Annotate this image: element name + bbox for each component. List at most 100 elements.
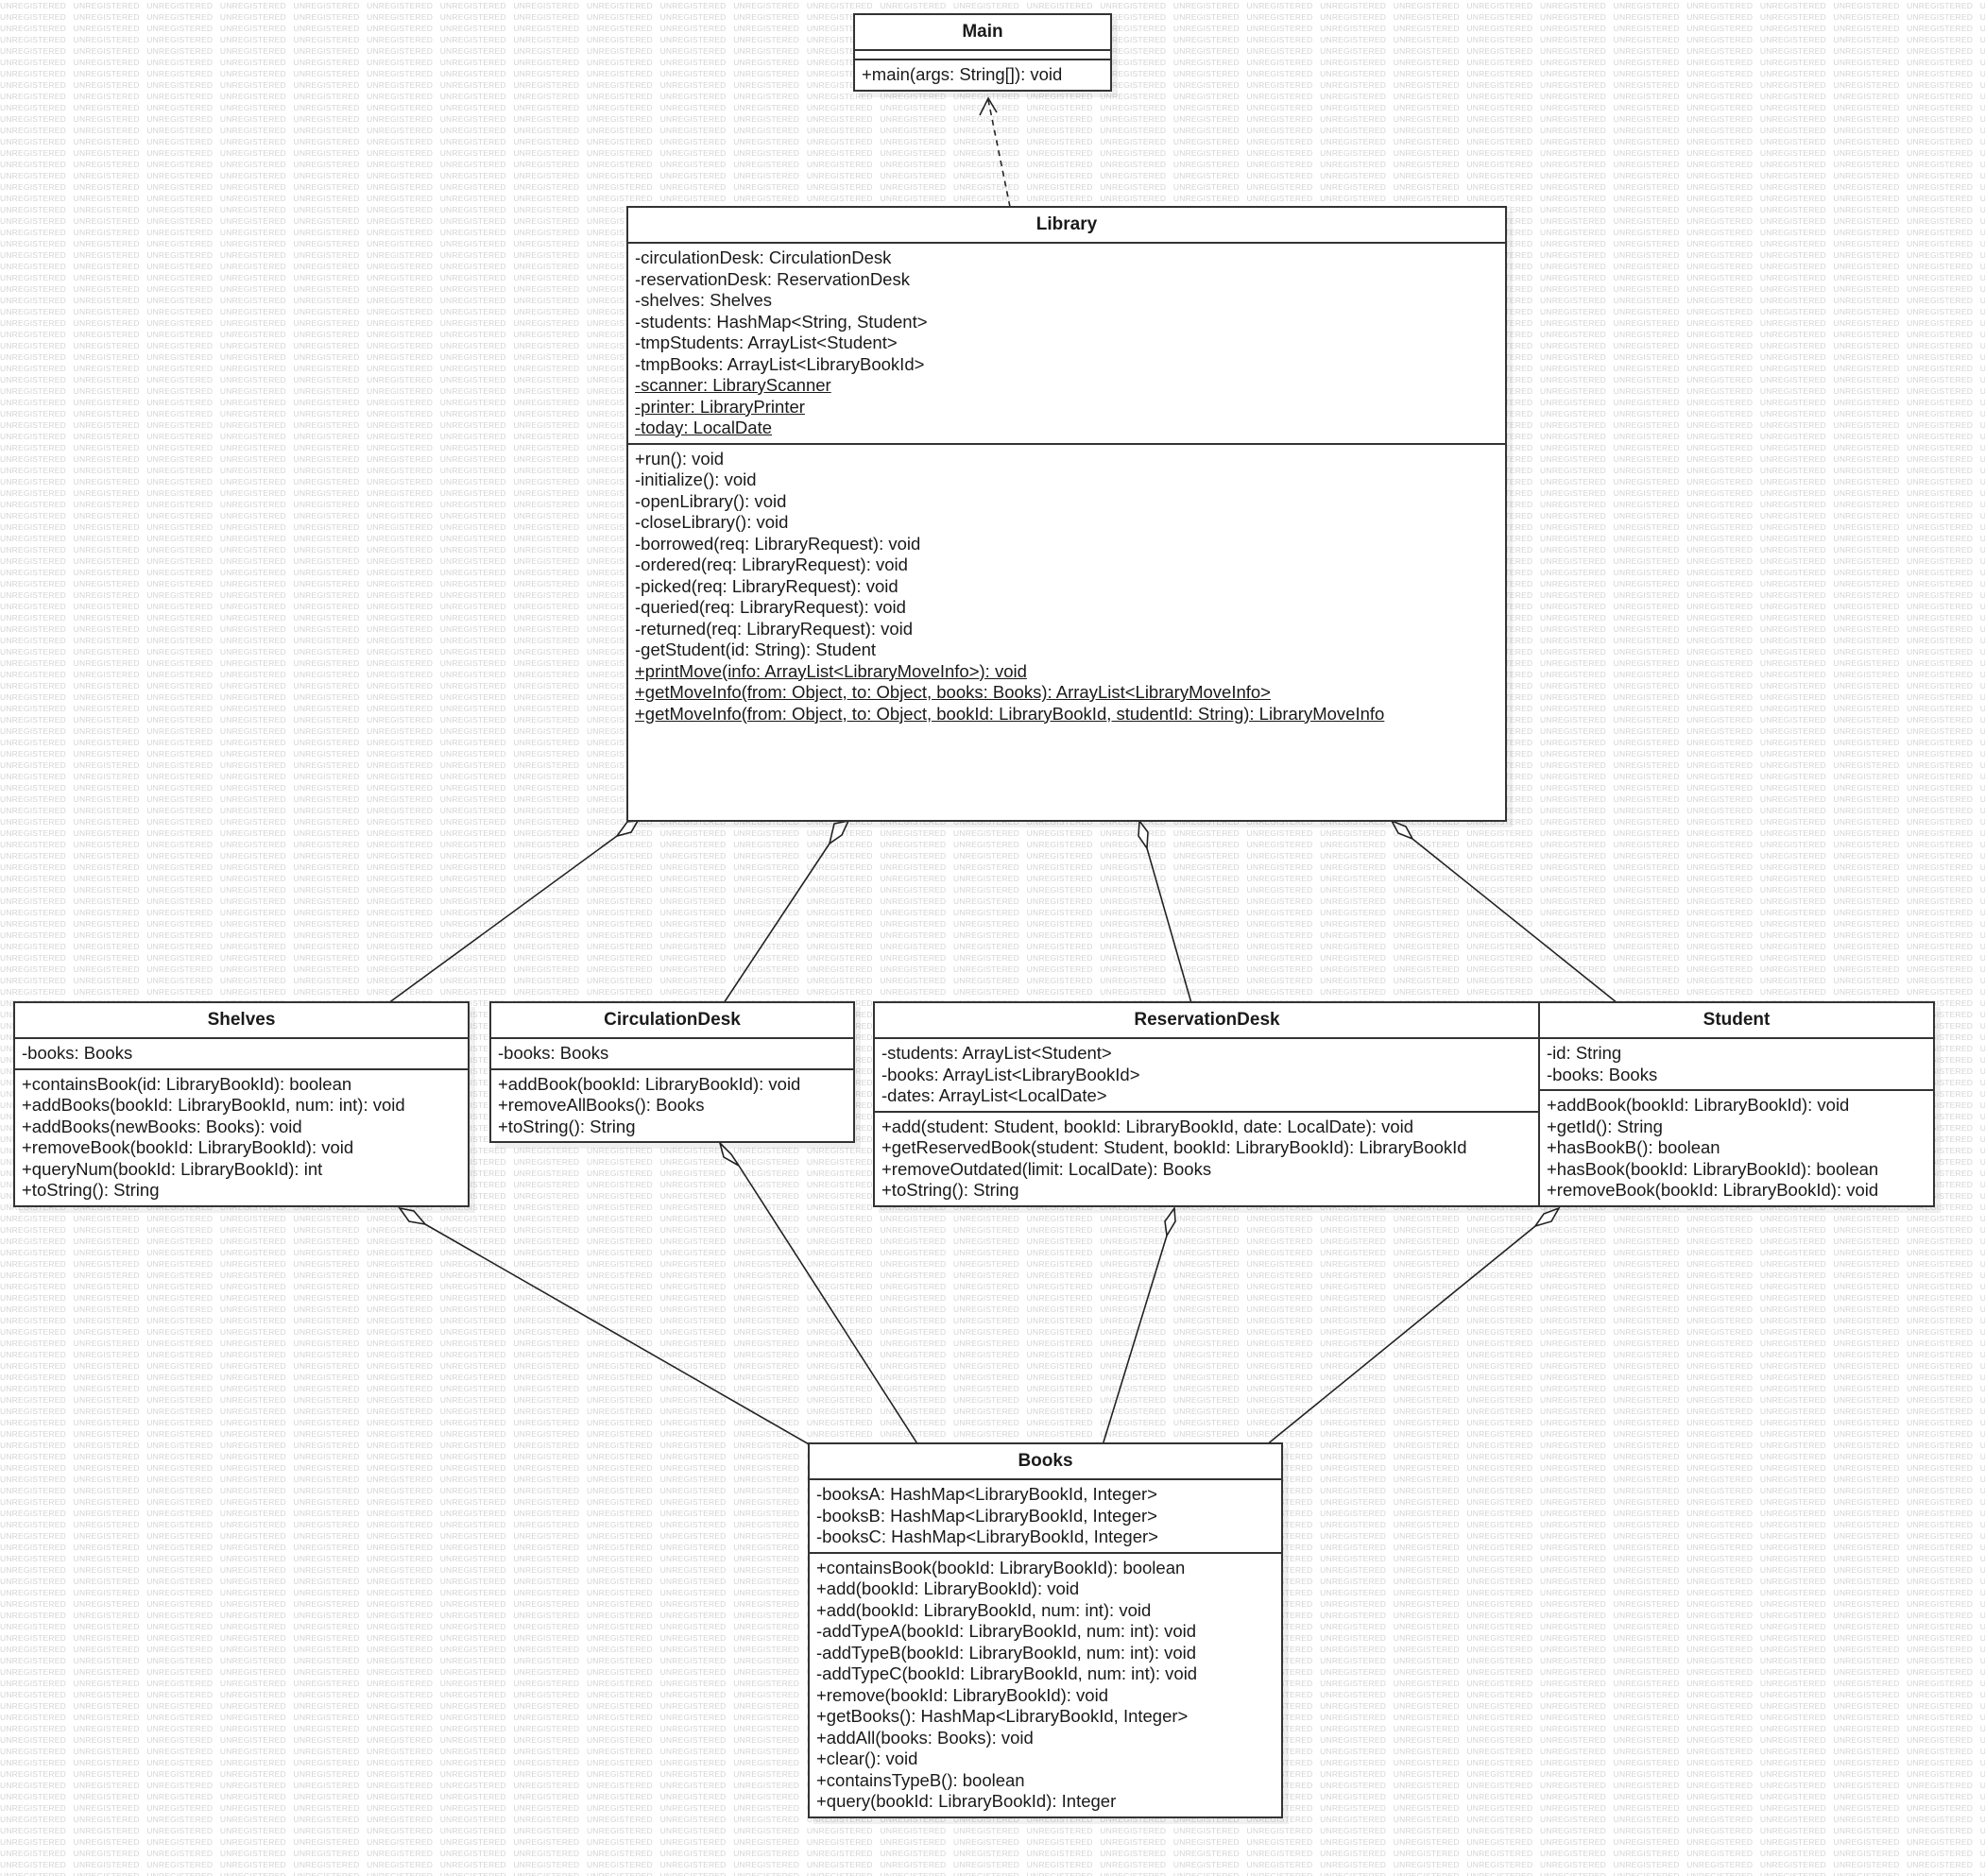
- class-shelves[interactable]: Shelves -books: Books +containsBook(id: …: [13, 1001, 470, 1207]
- attributes-section: [855, 51, 1110, 60]
- attribute-row: -dates: ArrayList<LocalDate>: [881, 1085, 1107, 1105]
- operation-row: -initialize(): void: [635, 469, 757, 489]
- class-name: Shelves: [15, 1003, 468, 1039]
- operation-row: +hasBook(bookId: LibraryBookId): boolean: [1547, 1158, 1879, 1179]
- attribute-row: -tmpStudents: ArrayList<Student>: [635, 333, 898, 352]
- class-name: Student: [1540, 1003, 1933, 1039]
- class-name: Main: [855, 15, 1110, 51]
- attribute-row: -booksA: HashMap<LibraryBookId, Integer>: [816, 1484, 1157, 1504]
- aggregation-reservationdesk-books: [1102, 1205, 1176, 1446]
- aggregation-circulationdesk-books: [718, 1140, 919, 1446]
- aggregation-student-books: [1265, 1206, 1561, 1446]
- operation-row: -addTypeB(bookId: LibraryBookId, num: in…: [816, 1642, 1197, 1663]
- operation-row: +containsBook(bookId: LibraryBookId): bo…: [816, 1557, 1186, 1578]
- operation-row: +remove(bookId: LibraryBookId): void: [816, 1684, 1108, 1705]
- class-books[interactable]: Books -booksA: HashMap<LibraryBookId, In…: [808, 1442, 1283, 1818]
- operations-section: +containsBook(id: LibraryBookId): boolea…: [15, 1070, 468, 1205]
- class-name: Books: [810, 1444, 1281, 1480]
- class-main[interactable]: Main +main(args: String[]): void: [853, 13, 1112, 92]
- operation-row: -returned(req: LibraryRequest): void: [635, 618, 914, 639]
- attribute-row: -tmpBooks: ArrayList<LibraryBookId>: [635, 353, 925, 374]
- attribute-row: -booksC: HashMap<LibraryBookId, Integer>: [816, 1526, 1158, 1546]
- operation-row: -addTypeC(bookId: LibraryBookId, num: in…: [816, 1663, 1198, 1683]
- attribute-row: -booksB: HashMap<LibraryBookId, Integer>: [816, 1505, 1157, 1526]
- attribute-row: -circulationDesk: CirculationDesk: [635, 247, 892, 267]
- operation-row: -ordered(req: LibraryRequest): void: [635, 554, 908, 574]
- operation-row: +queryNum(bookId: LibraryBookId): int: [22, 1158, 323, 1179]
- aggregation-shelves-books: [398, 1206, 812, 1446]
- attributes-section: -books: Books: [491, 1039, 853, 1070]
- attribute-row: -scanner: LibraryScanner: [635, 375, 831, 395]
- class-circulationdesk[interactable]: CirculationDesk -books: Books +addBook(b…: [489, 1001, 855, 1143]
- operation-row: +addAll(books: Books): void: [816, 1727, 1034, 1748]
- class-name: ReservationDesk: [875, 1003, 1539, 1039]
- operation-row: +clear(): void: [816, 1748, 918, 1768]
- operation-row: +addBooks(bookId: LibraryBookId, num: in…: [22, 1095, 405, 1115]
- class-reservationdesk[interactable]: ReservationDesk -students: ArrayList<Stu…: [873, 1001, 1541, 1207]
- operation-row: +add(bookId: LibraryBookId): void: [816, 1578, 1080, 1598]
- class-name: CirculationDesk: [491, 1003, 853, 1039]
- operation-row: +add(bookId: LibraryBookId, num: int): v…: [816, 1599, 1152, 1620]
- aggregation-library-student: [1390, 819, 1618, 1004]
- aggregation-library-shelves: [387, 820, 640, 1004]
- operation-row: -getStudent(id: String): Student: [635, 640, 877, 659]
- attribute-row: -students: ArrayList<Student>: [881, 1043, 1112, 1063]
- operation-row: +toString(): String: [881, 1180, 1019, 1200]
- diamond-icon: [1390, 819, 1414, 841]
- operation-row: +removeBook(bookId: LibraryBookId): void: [22, 1137, 354, 1157]
- attribute-row: -reservationDesk: ReservationDesk: [635, 268, 910, 289]
- diamond-icon: [828, 819, 850, 845]
- operation-row: +getMoveInfo(from: Object, to: Object, b…: [635, 703, 1385, 724]
- attribute-row: -printer: LibraryPrinter: [635, 396, 805, 417]
- diamond-icon: [1533, 1206, 1561, 1228]
- dependency-library-main: [987, 99, 1011, 208]
- attributes-section: -books: Books: [15, 1039, 468, 1070]
- operations-section: +add(student: Student, bookId: LibraryBo…: [875, 1113, 1539, 1205]
- aggregation-library-circulationdesk: [723, 819, 850, 1004]
- attributes-section: -circulationDesk: CirculationDesk-reserv…: [628, 244, 1505, 445]
- diamond-icon: [615, 820, 640, 838]
- operation-row: +run(): void: [635, 448, 725, 469]
- diamond-icon: [398, 1206, 428, 1226]
- operation-row: +main(args: String[]): void: [862, 64, 1063, 84]
- operation-row: +getId(): String: [1547, 1116, 1663, 1136]
- operation-row: -closeLibrary(): void: [635, 512, 789, 532]
- operation-row: +removeBook(bookId: LibraryBookId): void: [1547, 1180, 1879, 1200]
- operation-row: +getReservedBook(student: Student, bookI…: [881, 1137, 1467, 1157]
- operation-row: -openLibrary(): void: [635, 490, 787, 511]
- operation-row: +removeAllBooks(): Books: [498, 1095, 705, 1115]
- operations-section: +addBook(bookId: LibraryBookId): void+re…: [491, 1070, 853, 1142]
- class-library[interactable]: Library -circulationDesk: CirculationDes…: [626, 206, 1507, 822]
- diamond-icon: [1138, 818, 1149, 851]
- operation-row: +toString(): String: [498, 1116, 636, 1136]
- attribute-row: -books: Books: [1547, 1064, 1658, 1084]
- attribute-row: -today: LocalDate: [635, 418, 773, 437]
- class-name: Library: [628, 208, 1505, 244]
- operation-row: +containsBook(id: LibraryBookId): boolea…: [22, 1073, 352, 1094]
- operation-row: -queried(req: LibraryRequest): void: [635, 597, 906, 617]
- operation-row: +getBooks(): HashMap<LibraryBookId, Inte…: [816, 1706, 1189, 1726]
- attribute-row: -id: String: [1547, 1043, 1622, 1063]
- attribute-row: -students: HashMap<String, Student>: [635, 311, 928, 332]
- operations-section: +run(): void-initialize(): void-openLibr…: [628, 445, 1505, 729]
- operation-row: +hasBookB(): boolean: [1547, 1137, 1720, 1157]
- operation-row: +toString(): String: [22, 1180, 160, 1200]
- aggregation-library-reservationdesk: [1138, 818, 1192, 1004]
- attribute-row: -shelves: Shelves: [635, 290, 772, 310]
- attribute-row: -books: ArrayList<LibraryBookId>: [881, 1064, 1140, 1084]
- operation-row: +addBook(bookId: LibraryBookId): void: [498, 1073, 801, 1094]
- diamond-icon: [1164, 1205, 1176, 1238]
- attributes-section: -id: String-books: Books: [1540, 1039, 1933, 1091]
- operation-row: +addBook(bookId: LibraryBookId): void: [1547, 1095, 1850, 1115]
- operation-row: +addBooks(newBooks: Books): void: [22, 1116, 302, 1136]
- class-student[interactable]: Student -id: String-books: Books +addBoo…: [1538, 1001, 1935, 1207]
- attributes-section: -students: ArrayList<Student>-books: Arr…: [875, 1039, 1539, 1113]
- operation-row: +getMoveInfo(from: Object, to: Object, b…: [635, 682, 1271, 702]
- operation-row: +add(student: Student, bookId: LibraryBo…: [881, 1116, 1414, 1136]
- diamond-icon: [718, 1140, 740, 1167]
- attributes-section: -booksA: HashMap<LibraryBookId, Integer>…: [810, 1480, 1281, 1554]
- operations-section: +addBook(bookId: LibraryBookId): void+ge…: [1540, 1091, 1933, 1205]
- operation-row: +removeOutdated(limit: LocalDate): Books: [881, 1158, 1212, 1179]
- operations-section: +main(args: String[]): void: [855, 60, 1110, 90]
